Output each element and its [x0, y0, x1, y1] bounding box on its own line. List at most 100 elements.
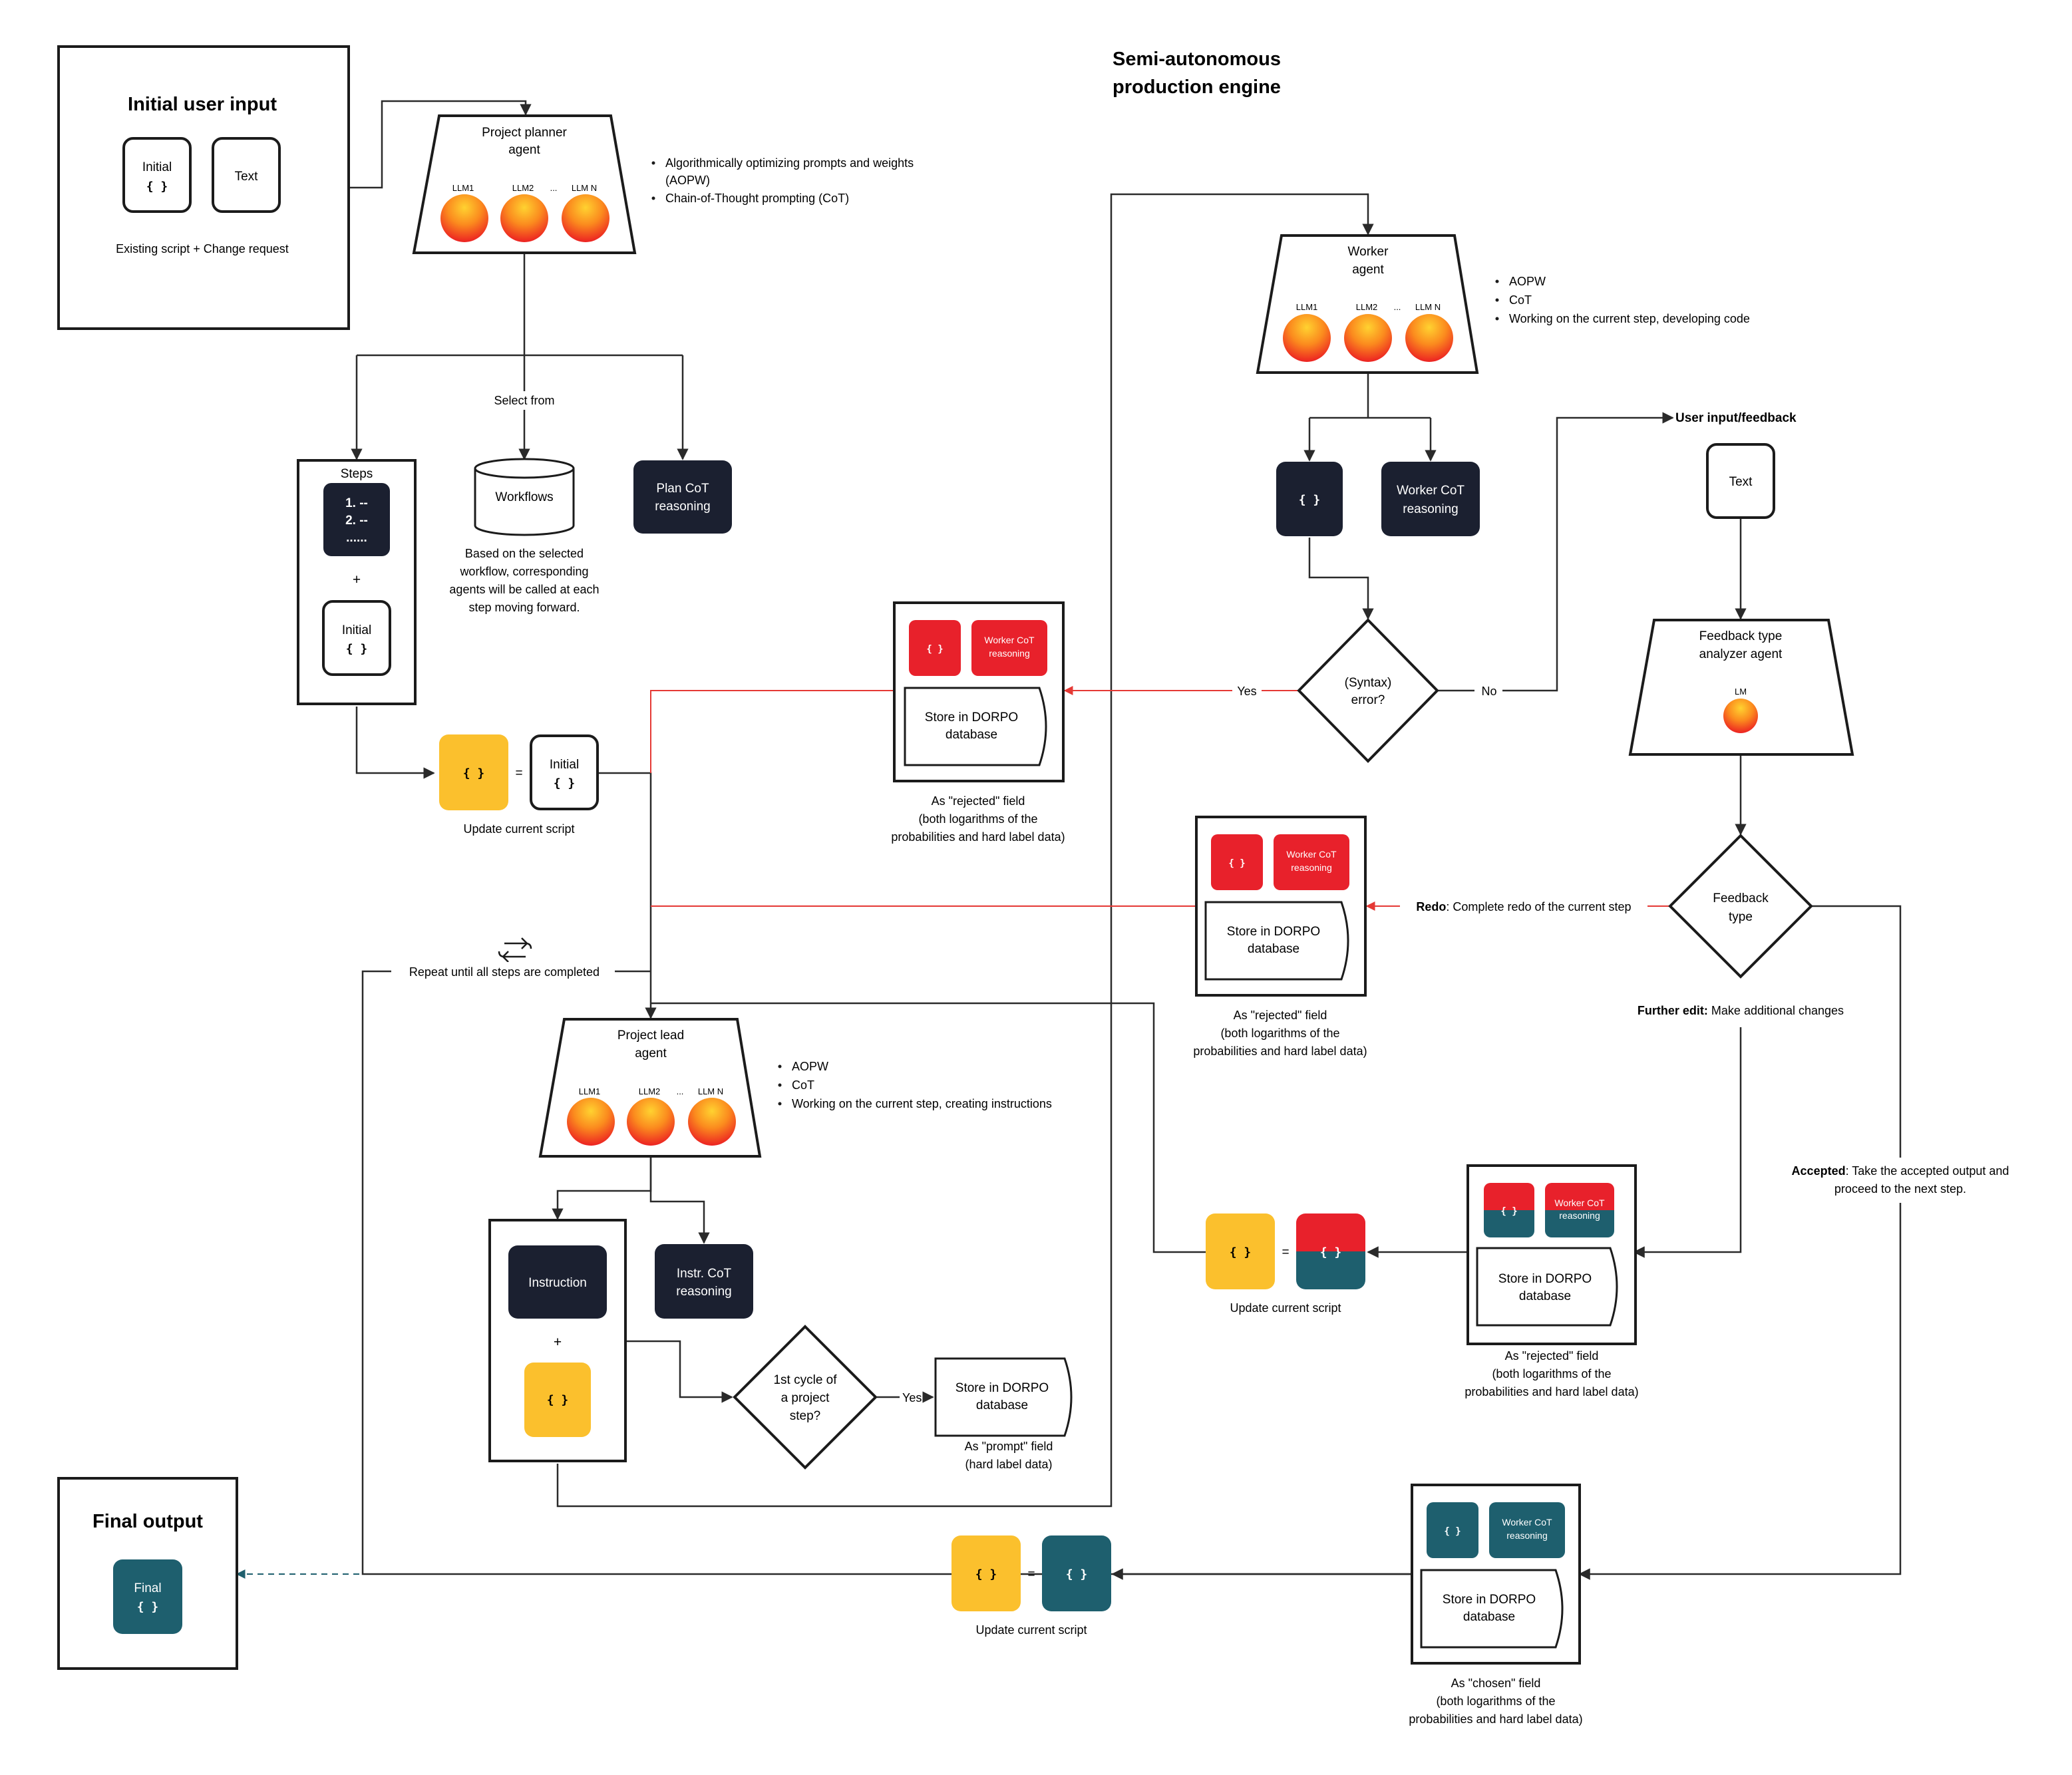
steps-initial-code: { } [346, 642, 368, 656]
steps-list-box[interactable] [323, 483, 390, 556]
svg-text:a project: a project [781, 1391, 830, 1405]
rejected1-cot[interactable] [971, 620, 1047, 676]
update2-split-code[interactable] [1296, 1213, 1365, 1289]
worker-llm1-orb [1283, 314, 1331, 362]
svg-text:As "chosen" field: As "chosen" field [1451, 1677, 1541, 1690]
instruction-code-box[interactable] [524, 1363, 591, 1437]
svg-text:reasoning: reasoning [676, 1285, 731, 1299]
rejected2-db-shape[interactable] [1204, 901, 1349, 981]
rejected1-code[interactable] [909, 620, 961, 676]
current-script-code[interactable] [439, 734, 508, 810]
svg-text:Worker CoT: Worker CoT [1502, 1517, 1552, 1528]
worker-llm2-orb [1344, 314, 1392, 362]
svg-text:step moving forward.: step moving forward. [468, 601, 580, 614]
repeat-label: Repeat until all steps are completed [409, 965, 600, 979]
connectors [350, 100, 1902, 1580]
lead-llmn-orb [688, 1098, 736, 1146]
svg-text:=: = [1027, 1567, 1035, 1581]
connector-instruction-to-worker [556, 193, 1374, 1508]
planner-bullet-1b: (AOPW) [665, 174, 710, 187]
first-cycle-decision[interactable]: 1st cycle of a project step? [733, 1325, 878, 1470]
svg-text:LLM2: LLM2 [1356, 302, 1378, 312]
prompt-store[interactable]: Store in DORPO database [934, 1357, 1073, 1437]
title-line2: production engine [1113, 77, 1281, 98]
svg-text:{ }: { } [926, 644, 943, 655]
svg-text:Instr. CoT: Instr. CoT [677, 1267, 732, 1281]
chosen-code[interactable] [1427, 1502, 1478, 1558]
planner-bullet-1: Algorithmically optimizing prompts and w… [665, 156, 914, 170]
feedback-analyzer-agent[interactable]: Feedback type analyzer agent LM [1628, 619, 1854, 756]
svg-text:As "rejected" field: As "rejected" field [932, 794, 1025, 808]
project-lead-agent[interactable]: Project lead agent LLM1 LLM2 ... LLM N [538, 1018, 762, 1158]
svg-text:step?: step? [790, 1409, 820, 1423]
final-code-box[interactable] [113, 1559, 182, 1634]
syntax-error-decision[interactable]: (Syntax) error? [1297, 618, 1439, 763]
initial-text-box[interactable] [212, 137, 281, 213]
connector-lead-to-instruction [552, 1158, 652, 1220]
worker-agent[interactable]: Worker agent LLM1 LLM2 ... LLM N [1256, 234, 1479, 374]
instruction-box[interactable] [508, 1245, 607, 1319]
steps-initial-label: Initial [342, 623, 371, 637]
svg-text:{ }: { } [1230, 1245, 1252, 1259]
planner-bullets: Algorithmically optimizing prompts and w… [651, 156, 914, 205]
svg-text:workflow, corresponding: workflow, corresponding [459, 565, 588, 578]
svg-text:Text: Text [1729, 475, 1753, 489]
svg-text:Based on the selected: Based on the selected [465, 547, 584, 560]
update-initial-box[interactable] [530, 734, 599, 810]
update-script-1: { } = Initial { } Update current script [439, 734, 599, 836]
planner-llmn-label: LLM N [572, 183, 597, 193]
steps-initial-box[interactable] [322, 600, 391, 676]
rejected3-cot[interactable] [1545, 1183, 1614, 1237]
svg-text:Feedback: Feedback [1713, 891, 1769, 905]
chosen-cot[interactable] [1489, 1502, 1565, 1558]
svg-text:reasoning: reasoning [1506, 1530, 1548, 1541]
rejected3-db-shape[interactable] [1476, 1247, 1618, 1327]
rejected2-cot[interactable] [1274, 834, 1349, 890]
feedback-text-box[interactable]: Text [1706, 443, 1775, 519]
svg-text:{ }: { } [1500, 1206, 1517, 1217]
svg-text:Worker CoT: Worker CoT [1286, 849, 1337, 860]
svg-text:AOPW: AOPW [1509, 275, 1546, 288]
update3-teal-code[interactable] [1042, 1535, 1111, 1611]
svg-text:...: ... [1394, 302, 1401, 312]
rejected1-db-shape[interactable] [904, 687, 1047, 766]
initial-code-symbol: { } [146, 180, 168, 194]
update2-yellow-code[interactable] [1206, 1213, 1275, 1289]
svg-text:(both logarithms of the: (both logarithms of the [1436, 1694, 1555, 1708]
svg-text:reasoning: reasoning [1559, 1210, 1600, 1221]
planner-llm1-orb [440, 194, 488, 242]
svg-text:reasoning: reasoning [1291, 862, 1332, 873]
workflows-db[interactable]: Workflows [474, 458, 575, 536]
plan-cot-box[interactable]: Plan CoT reasoning [633, 460, 732, 534]
final-output-heading: Final output [92, 1511, 203, 1532]
rejected2-code[interactable] [1211, 834, 1263, 890]
planner-dots: ... [550, 183, 558, 193]
steps-list-line2: 2. -- [345, 514, 368, 528]
update3-yellow-code[interactable] [951, 1535, 1021, 1611]
svg-text:database: database [1248, 942, 1299, 956]
svg-text:(both logarithms of the: (both logarithms of the [918, 812, 1037, 826]
connector-instruction-to-decision [627, 1340, 733, 1403]
svg-text:type: type [1729, 910, 1753, 924]
rejected3-code[interactable] [1484, 1183, 1534, 1237]
initial-code-box[interactable] [122, 137, 192, 213]
svg-text:Working on the current step, d: Working on the current step, developing … [1509, 312, 1750, 325]
worker-code-box[interactable]: { } [1276, 462, 1343, 536]
svg-text:LM: LM [1735, 687, 1747, 697]
svg-text:1st cycle of: 1st cycle of [773, 1373, 837, 1387]
chosen-db-shape[interactable] [1420, 1569, 1564, 1649]
instr-cot-box[interactable]: Instr. CoT reasoning [655, 1244, 753, 1319]
svg-text:LLM1: LLM1 [1296, 302, 1318, 312]
svg-text:(both logarithms of the: (both logarithms of the [1220, 1027, 1339, 1040]
svg-text:{ }: { } [1299, 493, 1321, 507]
accepted-label-line2: proceed to the next step. [1834, 1182, 1966, 1196]
feedback-type-decision[interactable]: Feedback type [1668, 834, 1813, 979]
prompt-store-caption-2: (hard label data) [965, 1458, 1052, 1471]
user-feedback-label: User input/feedback [1675, 411, 1797, 425]
worker-cot-box[interactable]: Worker CoT reasoning [1381, 462, 1480, 536]
svg-text:=: = [1282, 1245, 1289, 1259]
planner-agent[interactable]: Project planner agent LLM1 LLM2 ... LLM … [412, 114, 637, 254]
select-from-label: Select from [494, 394, 554, 407]
rejection-connectors [650, 686, 1669, 911]
